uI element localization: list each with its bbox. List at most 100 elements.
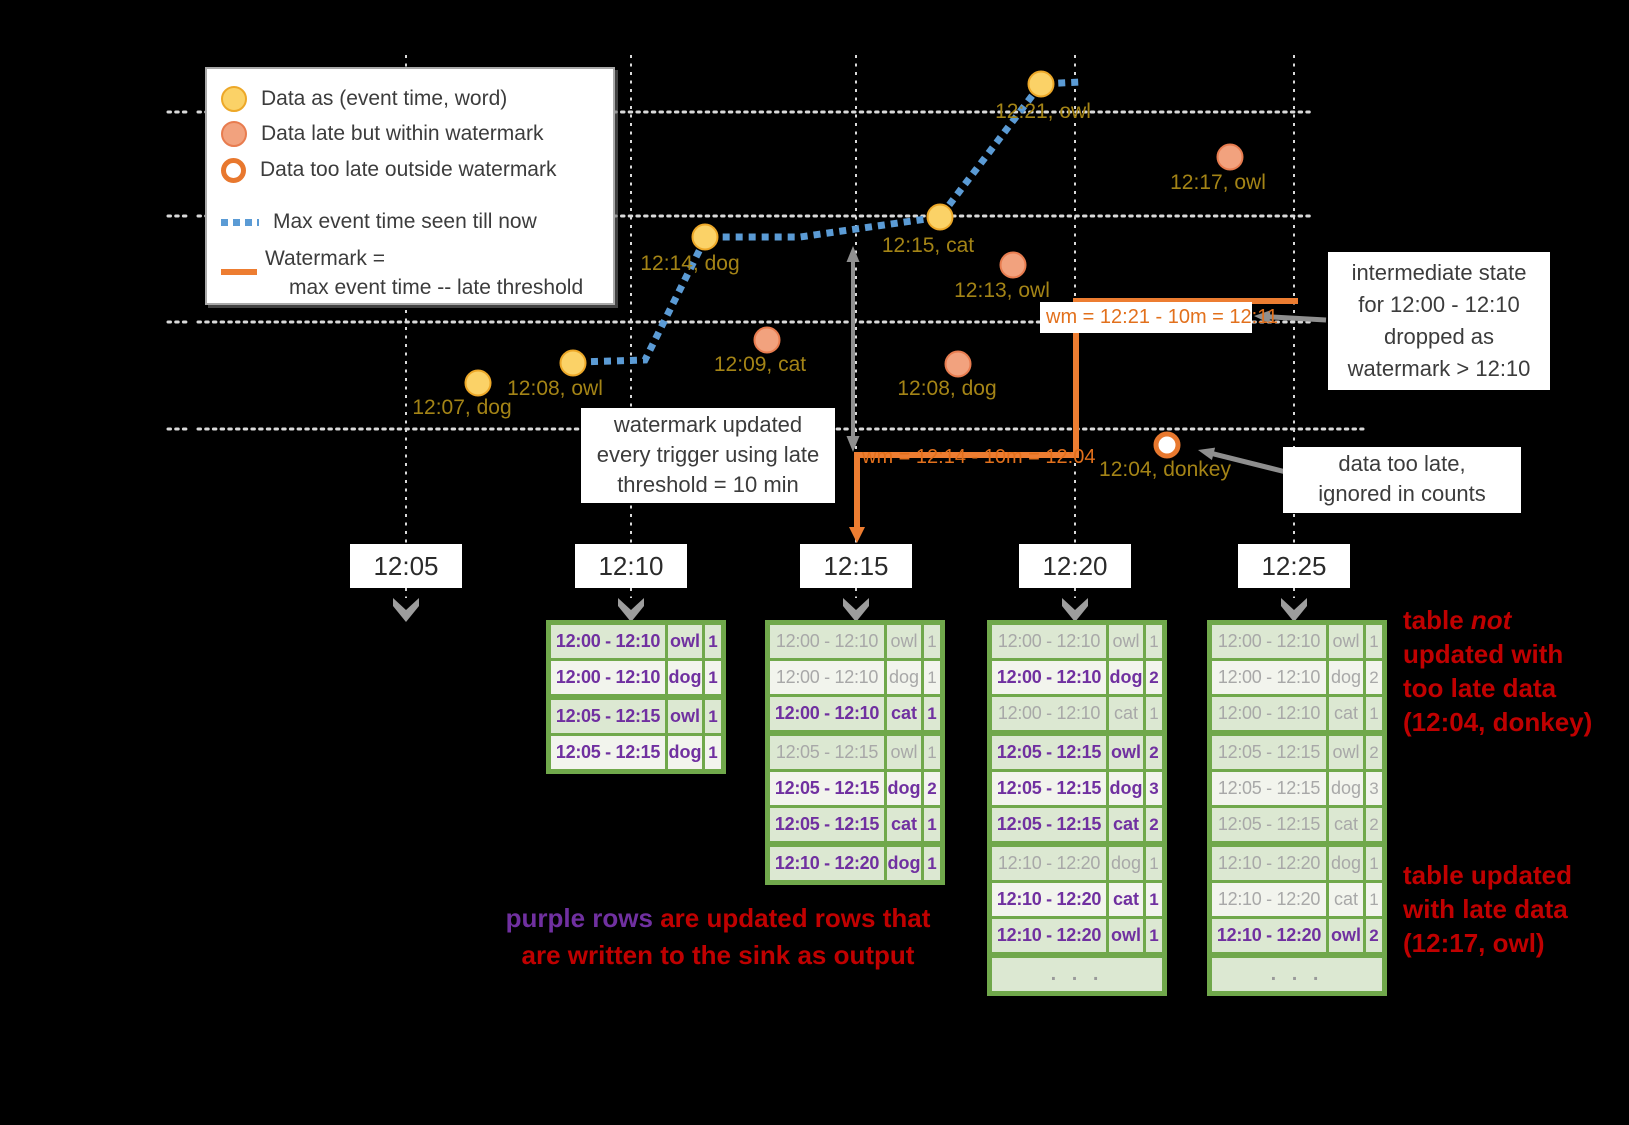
trigger-arrow-icon	[1062, 598, 1088, 622]
count-cell: 2	[1366, 661, 1382, 694]
word-cell: cat	[887, 808, 921, 841]
word-cell: owl	[668, 700, 702, 733]
word-cell: cat	[1329, 808, 1363, 841]
word-cell: owl	[1109, 919, 1143, 952]
legend-label: Data too late outside watermark	[260, 158, 557, 181]
max-event-time-line-icon	[221, 218, 259, 226]
watermark-line-icon	[221, 269, 257, 275]
data-point-too-late	[1153, 431, 1181, 459]
caption-line: (12:04, donkey)	[1403, 707, 1593, 737]
word-cell: cat	[887, 697, 921, 730]
trigger-time-label: 12:10	[575, 544, 687, 588]
data-point-label: 12:13, owl	[954, 279, 1050, 302]
window-cell: 12:00 - 12:10	[1212, 625, 1326, 658]
word-cell: owl	[1329, 736, 1363, 769]
window-cell: 12:00 - 12:10	[1212, 697, 1326, 730]
caption-line: (12:17, owl)	[1403, 928, 1545, 958]
data-point-label: 12:04, donkey	[1099, 458, 1231, 481]
window-cell: 12:10 - 12:20	[1212, 883, 1326, 916]
word-cell: dog	[887, 847, 921, 880]
callout-data-too-late: data too late, ignored in counts	[1283, 447, 1521, 513]
word-cell: cat	[1109, 697, 1143, 730]
caption-line: are written to the sink as output	[521, 940, 915, 970]
count-cell: 1	[705, 736, 721, 769]
callout-watermark-updated: watermark updated every trigger using la…	[581, 408, 835, 503]
window-cell: 12:05 - 12:15	[551, 700, 665, 733]
window-cell: 12:00 - 12:10	[770, 661, 884, 694]
data-point-label: 12:08, dog	[897, 377, 997, 400]
count-cell: 1	[1366, 697, 1382, 730]
word-cell: cat	[1109, 808, 1143, 841]
count-cell: 1	[924, 808, 940, 841]
on-time-dot-icon	[221, 86, 247, 112]
data-point-label: 12:15, cat	[881, 234, 975, 257]
trigger-arrow-icon	[1281, 598, 1307, 622]
watermark-line	[854, 298, 1298, 528]
legend-label: Data late but within watermark	[261, 122, 544, 145]
word-cell: dog	[1329, 772, 1363, 805]
legend-label: Watermark =	[265, 247, 385, 270]
count-cell: 2	[1146, 661, 1162, 694]
data-point-late	[944, 350, 972, 378]
callout-intermediate-state: intermediate state for 12:00 - 12:10 dro…	[1328, 252, 1550, 390]
count-cell: 1	[924, 847, 940, 880]
watermark-value-label: wm = 12:14 - 10m = 12:04	[862, 446, 1096, 468]
late-dot-icon	[221, 121, 247, 147]
trigger-time-label: 12:05	[350, 544, 462, 588]
trigger-arrow-icon	[393, 598, 419, 622]
watermark-arrowhead-icon	[849, 527, 865, 543]
count-cell: 2	[1366, 808, 1382, 841]
count-cell: 1	[705, 661, 721, 694]
callout-line: every trigger using late	[596, 442, 820, 467]
data-point-late	[1216, 143, 1244, 171]
window-cell: 12:05 - 12:15	[992, 772, 1106, 805]
window-cell: 12:00 - 12:10	[992, 661, 1106, 694]
word-cell: dog	[1109, 772, 1143, 805]
legend-label: Data as (event time, word)	[261, 87, 508, 110]
count-cell: 1	[1366, 883, 1382, 916]
word-cell: owl	[887, 625, 921, 658]
watermark-label-box	[1040, 302, 1252, 333]
count-cell: 1	[705, 700, 721, 733]
callout-line: ignored in counts	[1318, 481, 1486, 506]
caption-table-updated: table updated with late data (12:17, owl…	[1403, 858, 1572, 960]
window-cell: 12:00 - 12:10	[551, 661, 665, 694]
callout-line: data too late,	[1338, 451, 1466, 476]
table-ellipsis-row: . . .	[992, 958, 1162, 991]
trigger-time-label: 12:20	[1019, 544, 1131, 588]
callout-line: watermark updated	[613, 412, 803, 437]
window-cell: 12:05 - 12:15	[1212, 772, 1326, 805]
window-cell: 12:05 - 12:15	[992, 736, 1106, 769]
count-cell: 3	[1366, 772, 1382, 805]
max-event-time-line	[577, 78, 1081, 366]
count-cell: 1	[924, 661, 940, 694]
word-cell: dog	[887, 772, 921, 805]
trigger-time-label: 12:15	[800, 544, 912, 588]
word-cell: cat	[1109, 883, 1143, 916]
legend-label: max event time -- late threshold	[289, 276, 584, 299]
callout-line: threshold = 10 min	[617, 472, 799, 497]
callout-line: for 12:00 - 12:10	[1358, 292, 1520, 317]
window-cell: 12:10 - 12:20	[1212, 847, 1326, 880]
caption-line: table updated	[1403, 860, 1573, 890]
window-cell: 12:00 - 12:10	[770, 625, 884, 658]
data-point-on-time	[926, 203, 954, 231]
count-cell: 2	[1366, 919, 1382, 952]
data-point-on-time	[1027, 70, 1055, 98]
